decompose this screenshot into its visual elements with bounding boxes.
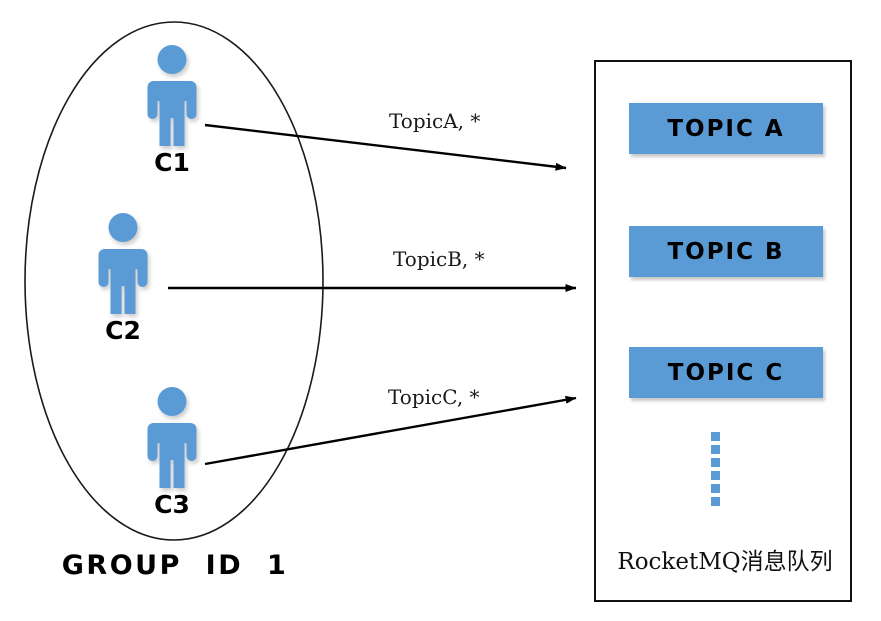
person-icon <box>140 44 204 148</box>
subscription-label-topic-a: TopicA, * <box>389 109 481 133</box>
consumer-label-c2: C2 <box>105 316 141 345</box>
person-icon <box>91 212 155 316</box>
broker-container: TOPIC A TOPIC B TOPIC C RocketMQ消息队列 <box>594 60 852 602</box>
dot <box>711 432 720 441</box>
broker-caption: RocketMQ消息队列 <box>617 549 833 575</box>
topic-label-c: TOPIC C <box>667 359 785 386</box>
dot <box>711 445 720 454</box>
topic-label-a: TOPIC A <box>667 115 785 142</box>
topic-box-b[interactable]: TOPIC B <box>629 226 823 277</box>
dot <box>711 458 720 467</box>
subscription-label-topic-c: TopicC, * <box>388 385 480 409</box>
consumer-group-label: GROUP ID 1 <box>61 550 289 581</box>
consumer-c1[interactable]: C1 <box>140 44 204 177</box>
person-icon <box>140 386 204 490</box>
subscription-label-topic-b: TopicB, * <box>393 247 485 271</box>
dot <box>711 471 720 480</box>
dot <box>711 497 720 506</box>
dot <box>711 484 720 493</box>
consumer-c2[interactable]: C2 <box>91 212 155 345</box>
consumer-group-ellipse <box>24 21 324 541</box>
topic-box-c[interactable]: TOPIC C <box>629 347 823 398</box>
arrow-c1-to-topic-a <box>204 123 567 171</box>
topic-label-b: TOPIC B <box>667 238 785 265</box>
consumer-label-c1: C1 <box>154 148 190 177</box>
vertical-dots-icon <box>711 432 723 506</box>
arrow-c3-to-topic-c <box>204 395 577 466</box>
consumer-c3[interactable]: C3 <box>140 386 204 519</box>
topic-box-a[interactable]: TOPIC A <box>629 103 823 154</box>
consumer-label-c3: C3 <box>154 490 190 519</box>
